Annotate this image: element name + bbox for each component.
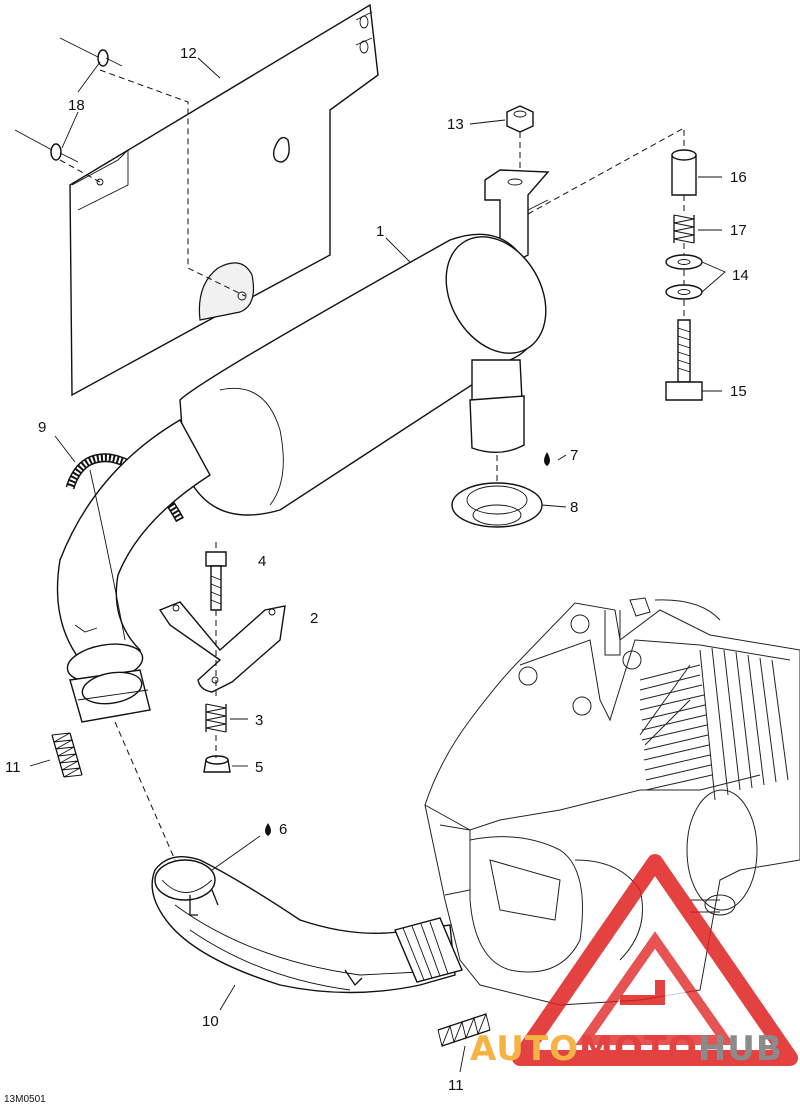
cylinder-cooling-fins — [639, 647, 789, 801]
callout-5: 5 — [255, 759, 263, 776]
callout-11-left: 11 — [5, 759, 21, 776]
muffler-1 — [179, 233, 547, 516]
callout-16: 16 — [730, 169, 747, 186]
callout-11-bottom: 11 — [448, 1077, 464, 1094]
nut-5 — [203, 755, 231, 773]
callout-13: 13 — [447, 116, 464, 133]
spring-17 — [673, 214, 695, 244]
engine-assembly — [424, 597, 800, 1006]
callout-1: 1 — [376, 223, 384, 240]
spring-3 — [205, 703, 227, 733]
spacer-16 — [671, 149, 697, 196]
sealant-drop-7-icon — [544, 452, 550, 466]
grommet-8 — [451, 482, 543, 528]
callout-6: 6 — [279, 821, 287, 838]
nut-13 — [506, 105, 534, 133]
washers-14 — [665, 254, 703, 300]
sealant-drop-6-icon — [265, 823, 271, 836]
spring-11-left — [51, 732, 83, 778]
watermark-brand-text: AUTOMOTOHUB — [470, 1029, 783, 1069]
callout-15: 15 — [730, 383, 747, 400]
watermark-triangle-logo — [512, 854, 798, 1066]
bolt-15 — [665, 319, 703, 401]
callout-9: 9 — [38, 419, 46, 436]
callout-labels: 12 18 13 1 16 17 14 15 7 8 9 4 2 3 5 11 … — [4, 45, 749, 1105]
rivets-18 — [14, 37, 123, 163]
watermark-auto: AUTO — [470, 1029, 579, 1069]
assembly-lines — [59, 69, 685, 861]
leader-lines — [29, 57, 726, 1073]
automotohub-watermark: AUTOMOTOHUB — [470, 854, 798, 1069]
spring-11-bottom — [437, 1012, 491, 1048]
callout-2: 2 — [310, 610, 318, 627]
heat-shield-12 — [69, 3, 379, 397]
drawing-code: 13M0501 — [4, 1094, 46, 1105]
callout-7: 7 — [570, 447, 578, 464]
callout-3: 3 — [255, 712, 263, 729]
callout-18: 18 — [68, 97, 85, 114]
callout-14: 14 — [732, 267, 749, 284]
bolt-4 — [205, 551, 227, 611]
watermark-hub: HUB — [698, 1029, 783, 1069]
front-exhaust-pipe — [56, 419, 211, 723]
tuned-pipe-10 — [151, 856, 463, 994]
callout-12: 12 — [180, 45, 197, 62]
watermark-moto: MOTO — [579, 1029, 698, 1069]
bracket-2 — [158, 601, 286, 693]
callout-17: 17 — [730, 222, 747, 239]
callout-4: 4 — [258, 553, 266, 570]
callout-10: 10 — [202, 1013, 219, 1030]
callout-8: 8 — [570, 499, 578, 516]
